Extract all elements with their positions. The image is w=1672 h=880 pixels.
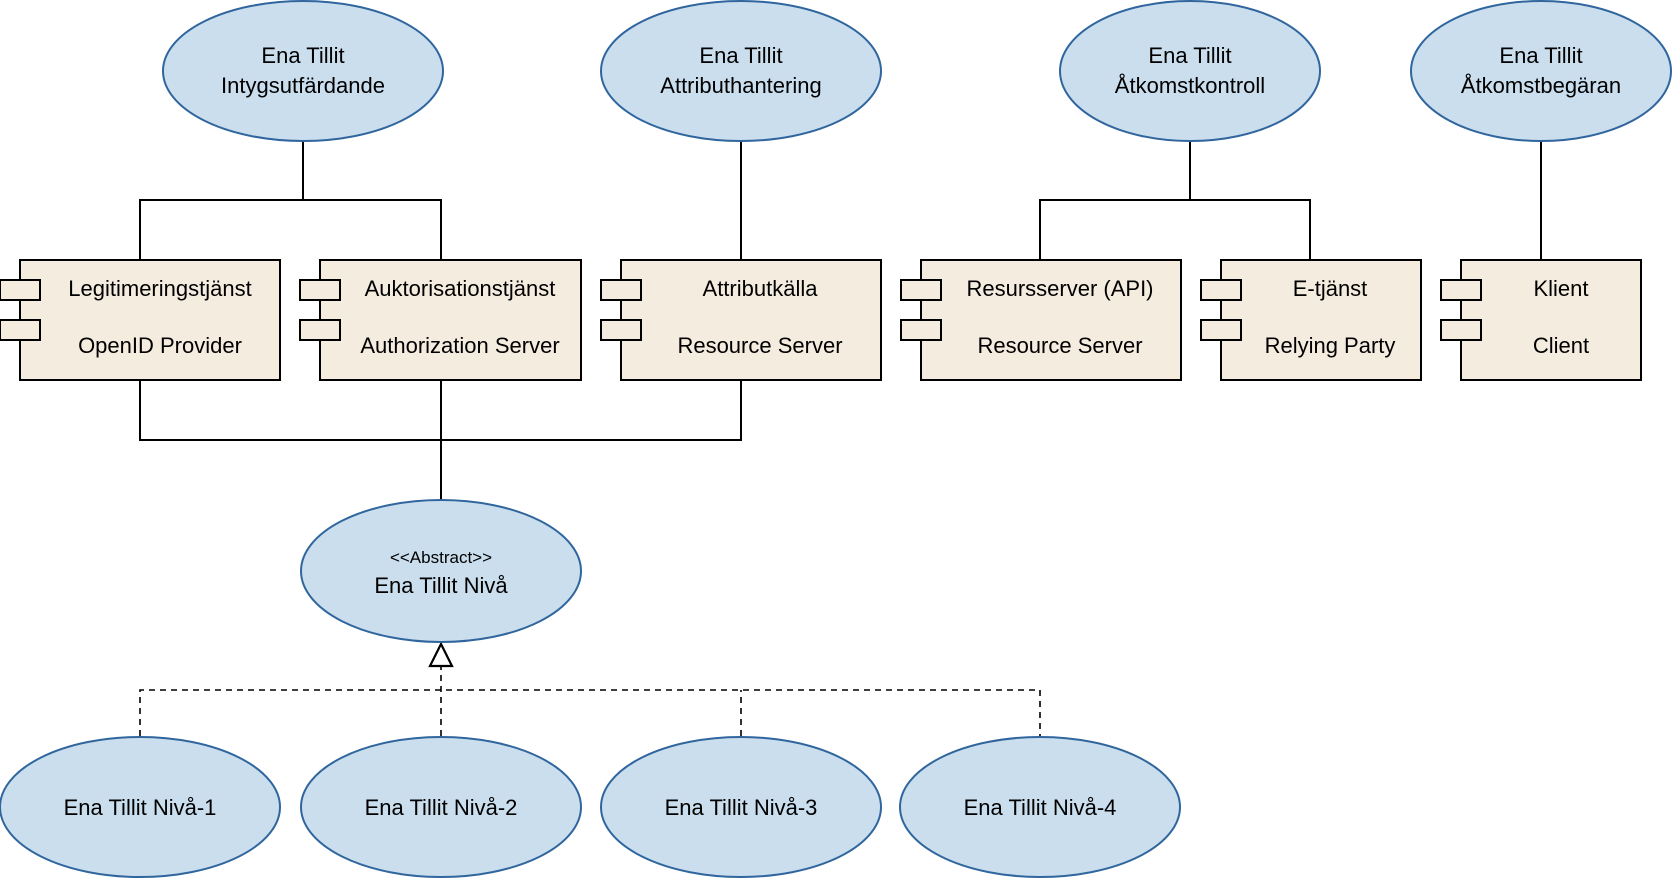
component-legitimering-name: Legitimeringstjänst bbox=[68, 276, 251, 301]
abstract-level-stereotype: <<Abstract>> bbox=[390, 548, 492, 567]
component-etjanst: E-tjänst Relying Party bbox=[1200, 259, 1422, 381]
profile-atkomstbegaran: Ena Tillit Åtkomstbegäran bbox=[1410, 0, 1672, 142]
component-auktorisation: Auktorisationstjänst Authorization Serve… bbox=[299, 259, 582, 381]
profile-atkomstbegaran-line1: Ena Tillit bbox=[1499, 43, 1582, 68]
component-attributkalla-name: Attributkälla bbox=[703, 276, 819, 301]
component-port-icon bbox=[1200, 319, 1242, 341]
level-1-label: Ena Tillit Nivå-1 bbox=[64, 795, 217, 820]
component-port-icon bbox=[900, 319, 942, 341]
component-attributkalla-role: Resource Server bbox=[677, 333, 842, 358]
level-1: Ena Tillit Nivå-1 bbox=[0, 736, 281, 878]
profile-atkomstkontroll-line2: Åtkomstkontroll bbox=[1115, 73, 1265, 98]
level-4: Ena Tillit Nivå-4 bbox=[899, 736, 1181, 878]
profile-atkomstkontroll-line1: Ena Tillit bbox=[1148, 43, 1231, 68]
generalization-arrowhead bbox=[428, 641, 454, 668]
connector-intygsutfardande-auktorisation bbox=[303, 199, 442, 260]
component-port-icon bbox=[299, 319, 341, 341]
component-resursserver-name: Resursserver (API) bbox=[966, 276, 1153, 301]
dashed-bus bbox=[139, 689, 1041, 736]
component-etjanst-name: E-tjänst bbox=[1293, 276, 1368, 301]
component-klient-name: Klient bbox=[1533, 276, 1588, 301]
component-resursserver-role: Resource Server bbox=[977, 333, 1142, 358]
component-port-icon bbox=[900, 279, 942, 301]
component-auktorisation-name: Auktorisationstjänst bbox=[365, 276, 556, 301]
component-resursserver: Resursserver (API) Resource Server bbox=[900, 259, 1182, 381]
abstract-level: <<Abstract>> Ena Tillit Nivå bbox=[300, 499, 582, 643]
component-legitimering-role: OpenID Provider bbox=[78, 333, 242, 358]
component-legitimering: Legitimeringstjänst OpenID Provider bbox=[0, 259, 281, 381]
abstract-level-name: Ena Tillit Nivå bbox=[374, 573, 508, 598]
component-port-icon bbox=[1440, 279, 1482, 301]
level-connectors bbox=[139, 380, 742, 500]
component-port-icon bbox=[0, 319, 41, 341]
component-port-icon bbox=[299, 279, 341, 301]
profile-attributhantering: Ena Tillit Attributhantering bbox=[600, 0, 882, 142]
connector-atkomstkontroll bbox=[1039, 142, 1191, 260]
component-attributkalla: Attributkälla Resource Server bbox=[600, 259, 882, 381]
component-auktorisation-role: Authorization Server bbox=[360, 333, 559, 358]
component-port-icon bbox=[600, 319, 642, 341]
level-3-label: Ena Tillit Nivå-3 bbox=[665, 795, 818, 820]
component-port-icon bbox=[1200, 279, 1242, 301]
profile-attributhantering-line2: Attributhantering bbox=[660, 73, 821, 98]
generalization-connectors bbox=[139, 641, 1041, 736]
profile-intygsutfardande-line2: Intygsutfärdande bbox=[221, 73, 385, 98]
profile-atkomstbegaran-line2: Åtkomstbegäran bbox=[1461, 73, 1621, 98]
component-etjanst-role: Relying Party bbox=[1265, 333, 1396, 358]
profile-atkomstkontroll: Ena Tillit Åtkomstkontroll bbox=[1059, 0, 1321, 142]
connector-intygsutfardande bbox=[139, 142, 304, 260]
level-2: Ena Tillit Nivå-2 bbox=[300, 736, 582, 878]
component-port-icon bbox=[600, 279, 642, 301]
profile-intygsutfardande: Ena Tillit Intygsutfärdande bbox=[162, 0, 444, 142]
connector-atkomstkontroll-etjanst bbox=[1190, 199, 1311, 260]
profile-attributhantering-line1: Ena Tillit bbox=[699, 43, 782, 68]
profile-connectors bbox=[139, 142, 1542, 260]
component-klient: Klient Client bbox=[1440, 259, 1642, 381]
level-2-label: Ena Tillit Nivå-2 bbox=[365, 795, 518, 820]
level-3: Ena Tillit Nivå-3 bbox=[600, 736, 882, 878]
level-4-label: Ena Tillit Nivå-4 bbox=[964, 795, 1117, 820]
component-port-icon bbox=[0, 279, 41, 301]
component-port-icon bbox=[1440, 319, 1482, 341]
profile-intygsutfardande-line1: Ena Tillit bbox=[261, 43, 344, 68]
component-klient-role: Client bbox=[1533, 333, 1589, 358]
